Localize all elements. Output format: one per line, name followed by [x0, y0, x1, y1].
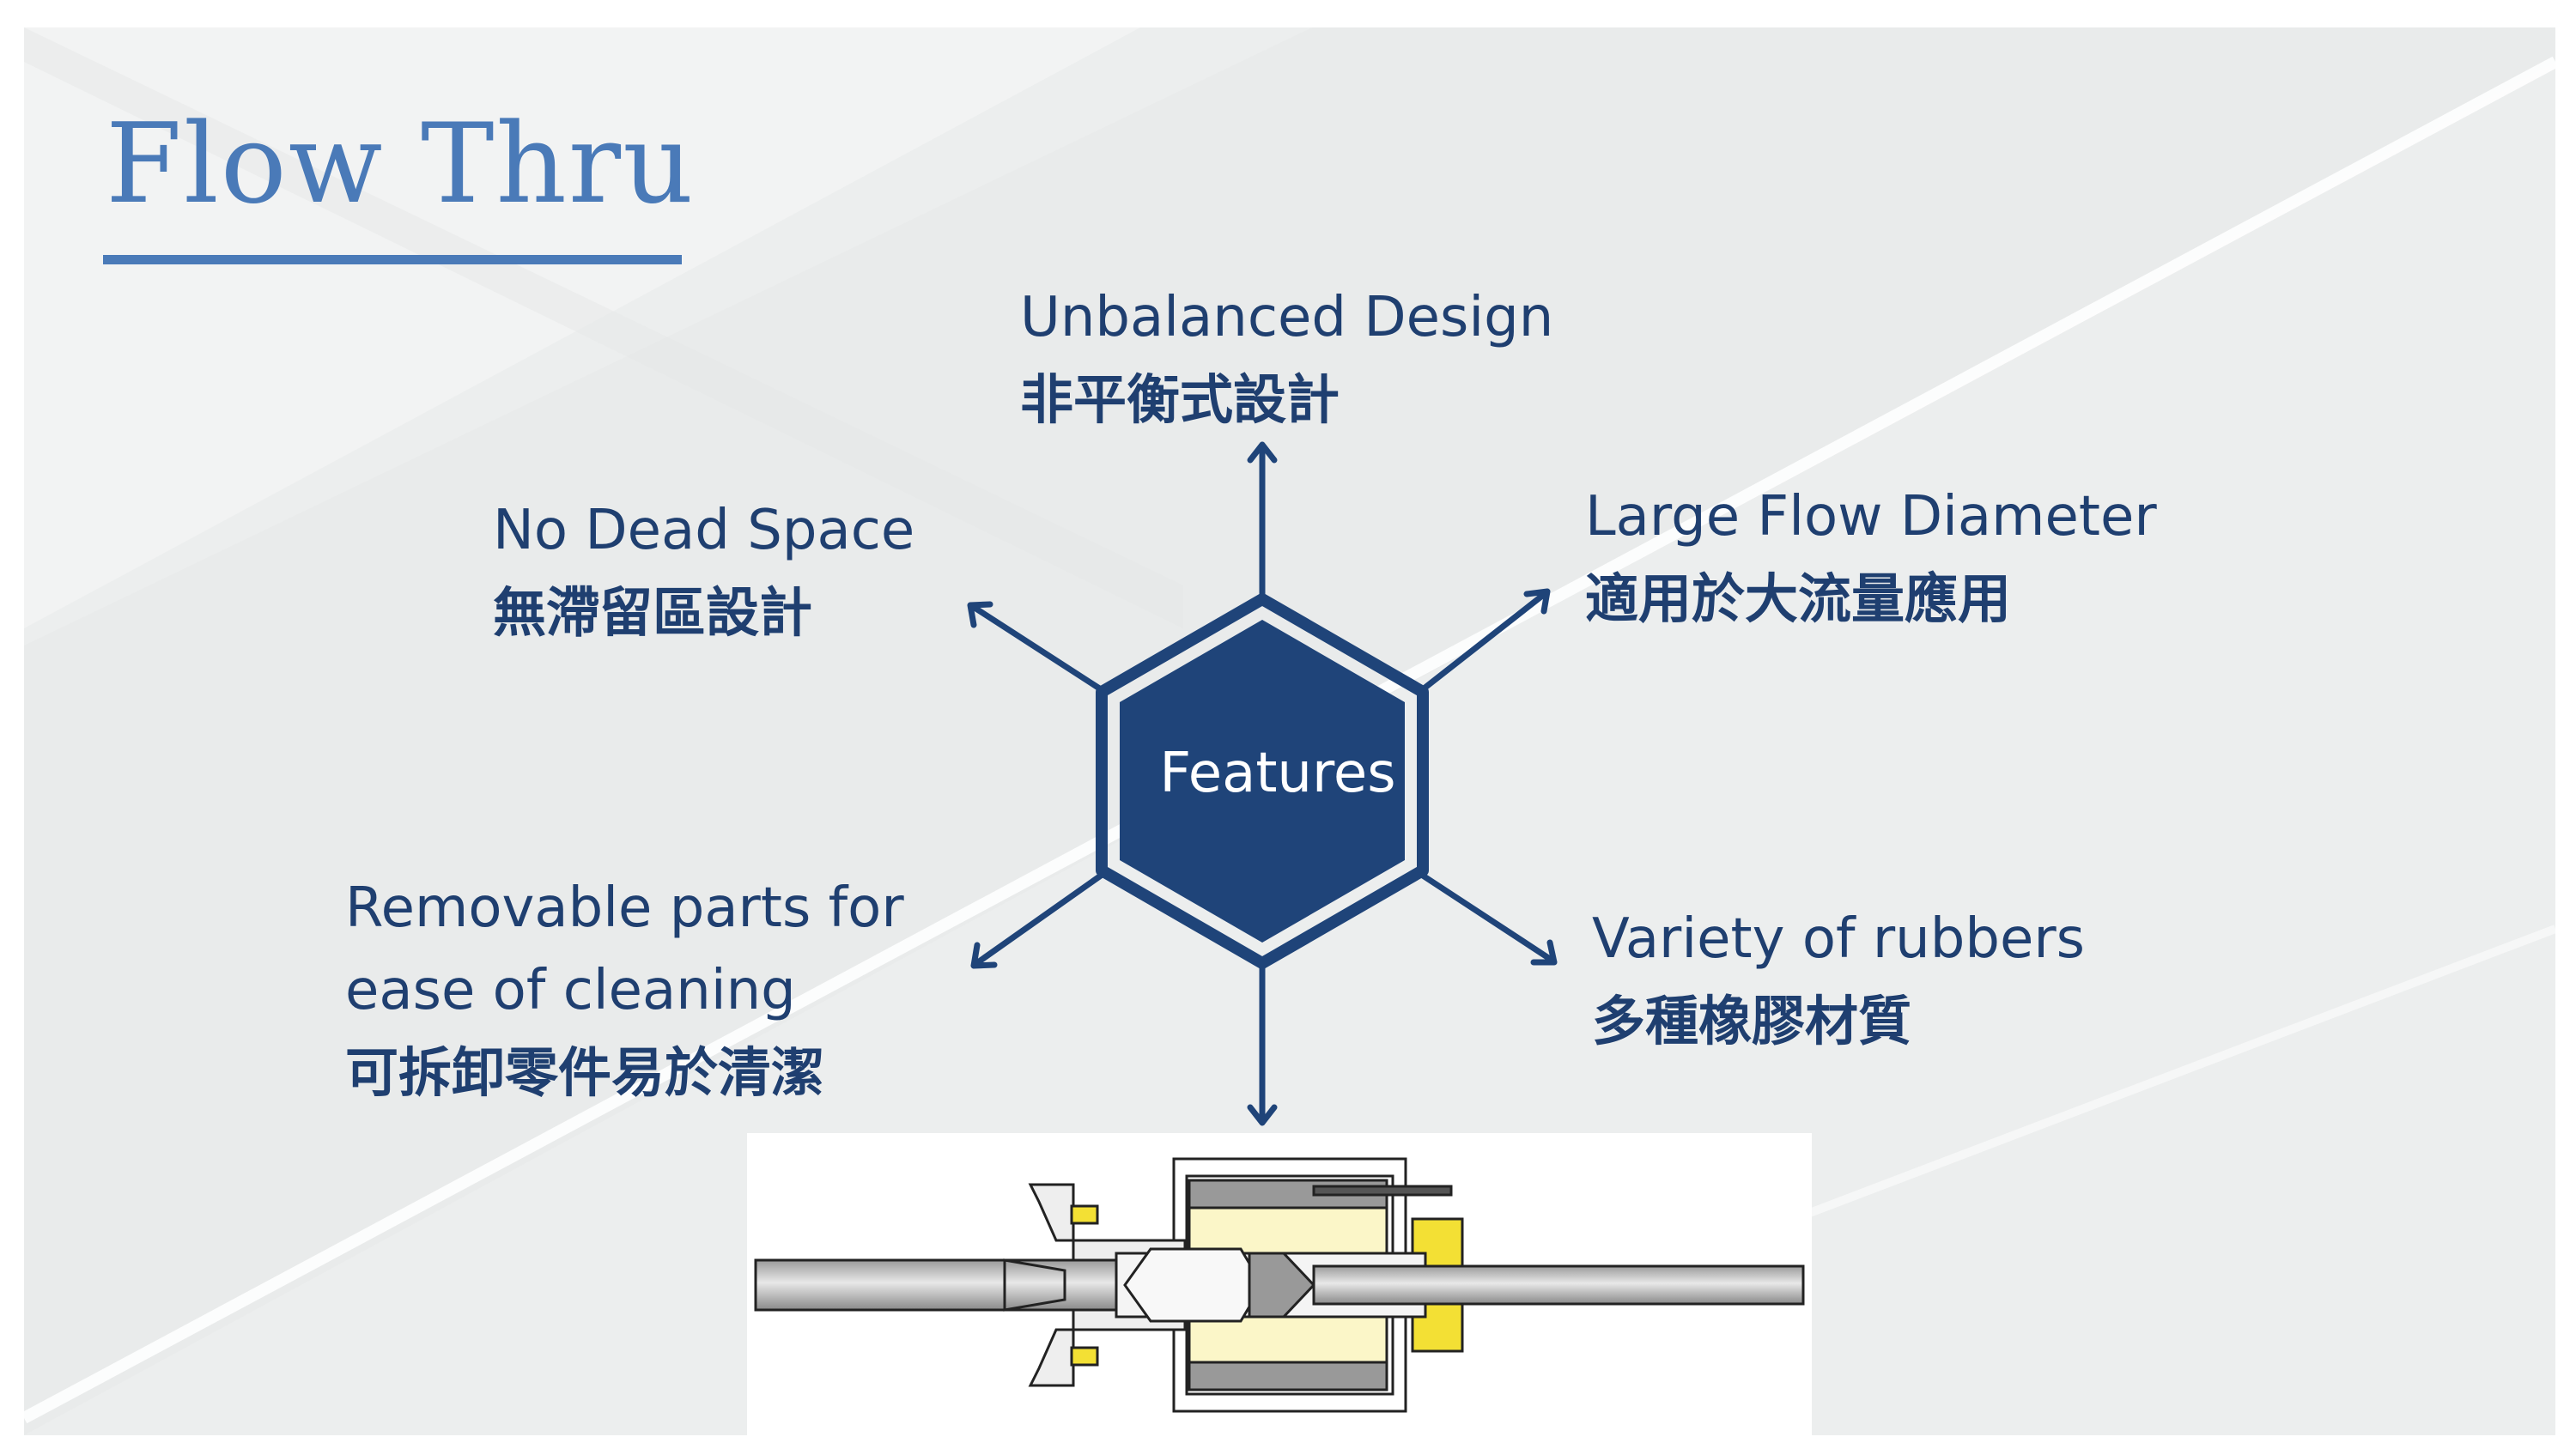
feature-zh: 無滯留區設計	[493, 581, 813, 644]
feature-en: Large Flow Diameter	[1585, 485, 2157, 549]
feature-zh: 多種橡膠材質	[1592, 990, 1912, 1052]
feature-zh: 適用於大流量應用	[1585, 567, 2012, 630]
arrow-upper-left	[967, 601, 1104, 693]
feature-large-flow-diameter: Large Flow Diameter 適用於大流量應用	[1585, 476, 2157, 640]
feature-zh: 非平衡式設計	[1020, 368, 1340, 431]
slide: Flow Thru Features Unbalanced Design 非平衡…	[24, 27, 2555, 1435]
arrow-upper-right	[1419, 588, 1551, 693]
feature-en: Removable parts for	[345, 876, 904, 940]
feature-variety-of-rubbers: Variety of rubbers 多種橡膠材質	[1592, 898, 2085, 1063]
feature-unbalanced-design: Unbalanced Design 非平衡式設計	[1020, 276, 1553, 441]
feature-en: No Dead Space	[493, 499, 915, 562]
feature-en: ease of cleaning	[345, 959, 796, 1022]
hexagon-inner	[1120, 620, 1405, 943]
feature-en: Variety of rubbers	[1592, 907, 2085, 971]
arrow-top	[1247, 441, 1278, 603]
feature-en: Unbalanced Design	[1020, 286, 1554, 349]
feature-zh: 可拆卸零件易於清潔	[345, 1041, 825, 1104]
arrow-down	[1247, 957, 1278, 1126]
feature-no-dead-space: No Dead Space 無滯留區設計	[493, 489, 914, 654]
features-diagram	[967, 441, 1558, 1126]
valve-cross-section-image	[747, 1133, 1812, 1435]
arrow-lower-right	[1419, 872, 1558, 966]
feature-removable-parts: Removable parts for ease of cleaning 可拆卸…	[345, 867, 904, 1114]
hexagon-outer	[1096, 593, 1429, 969]
title-underline	[103, 255, 682, 264]
slide-title: Flow Thru	[106, 100, 696, 228]
features-center-label: Features	[1159, 742, 1396, 805]
arrow-lower-left	[970, 872, 1104, 969]
